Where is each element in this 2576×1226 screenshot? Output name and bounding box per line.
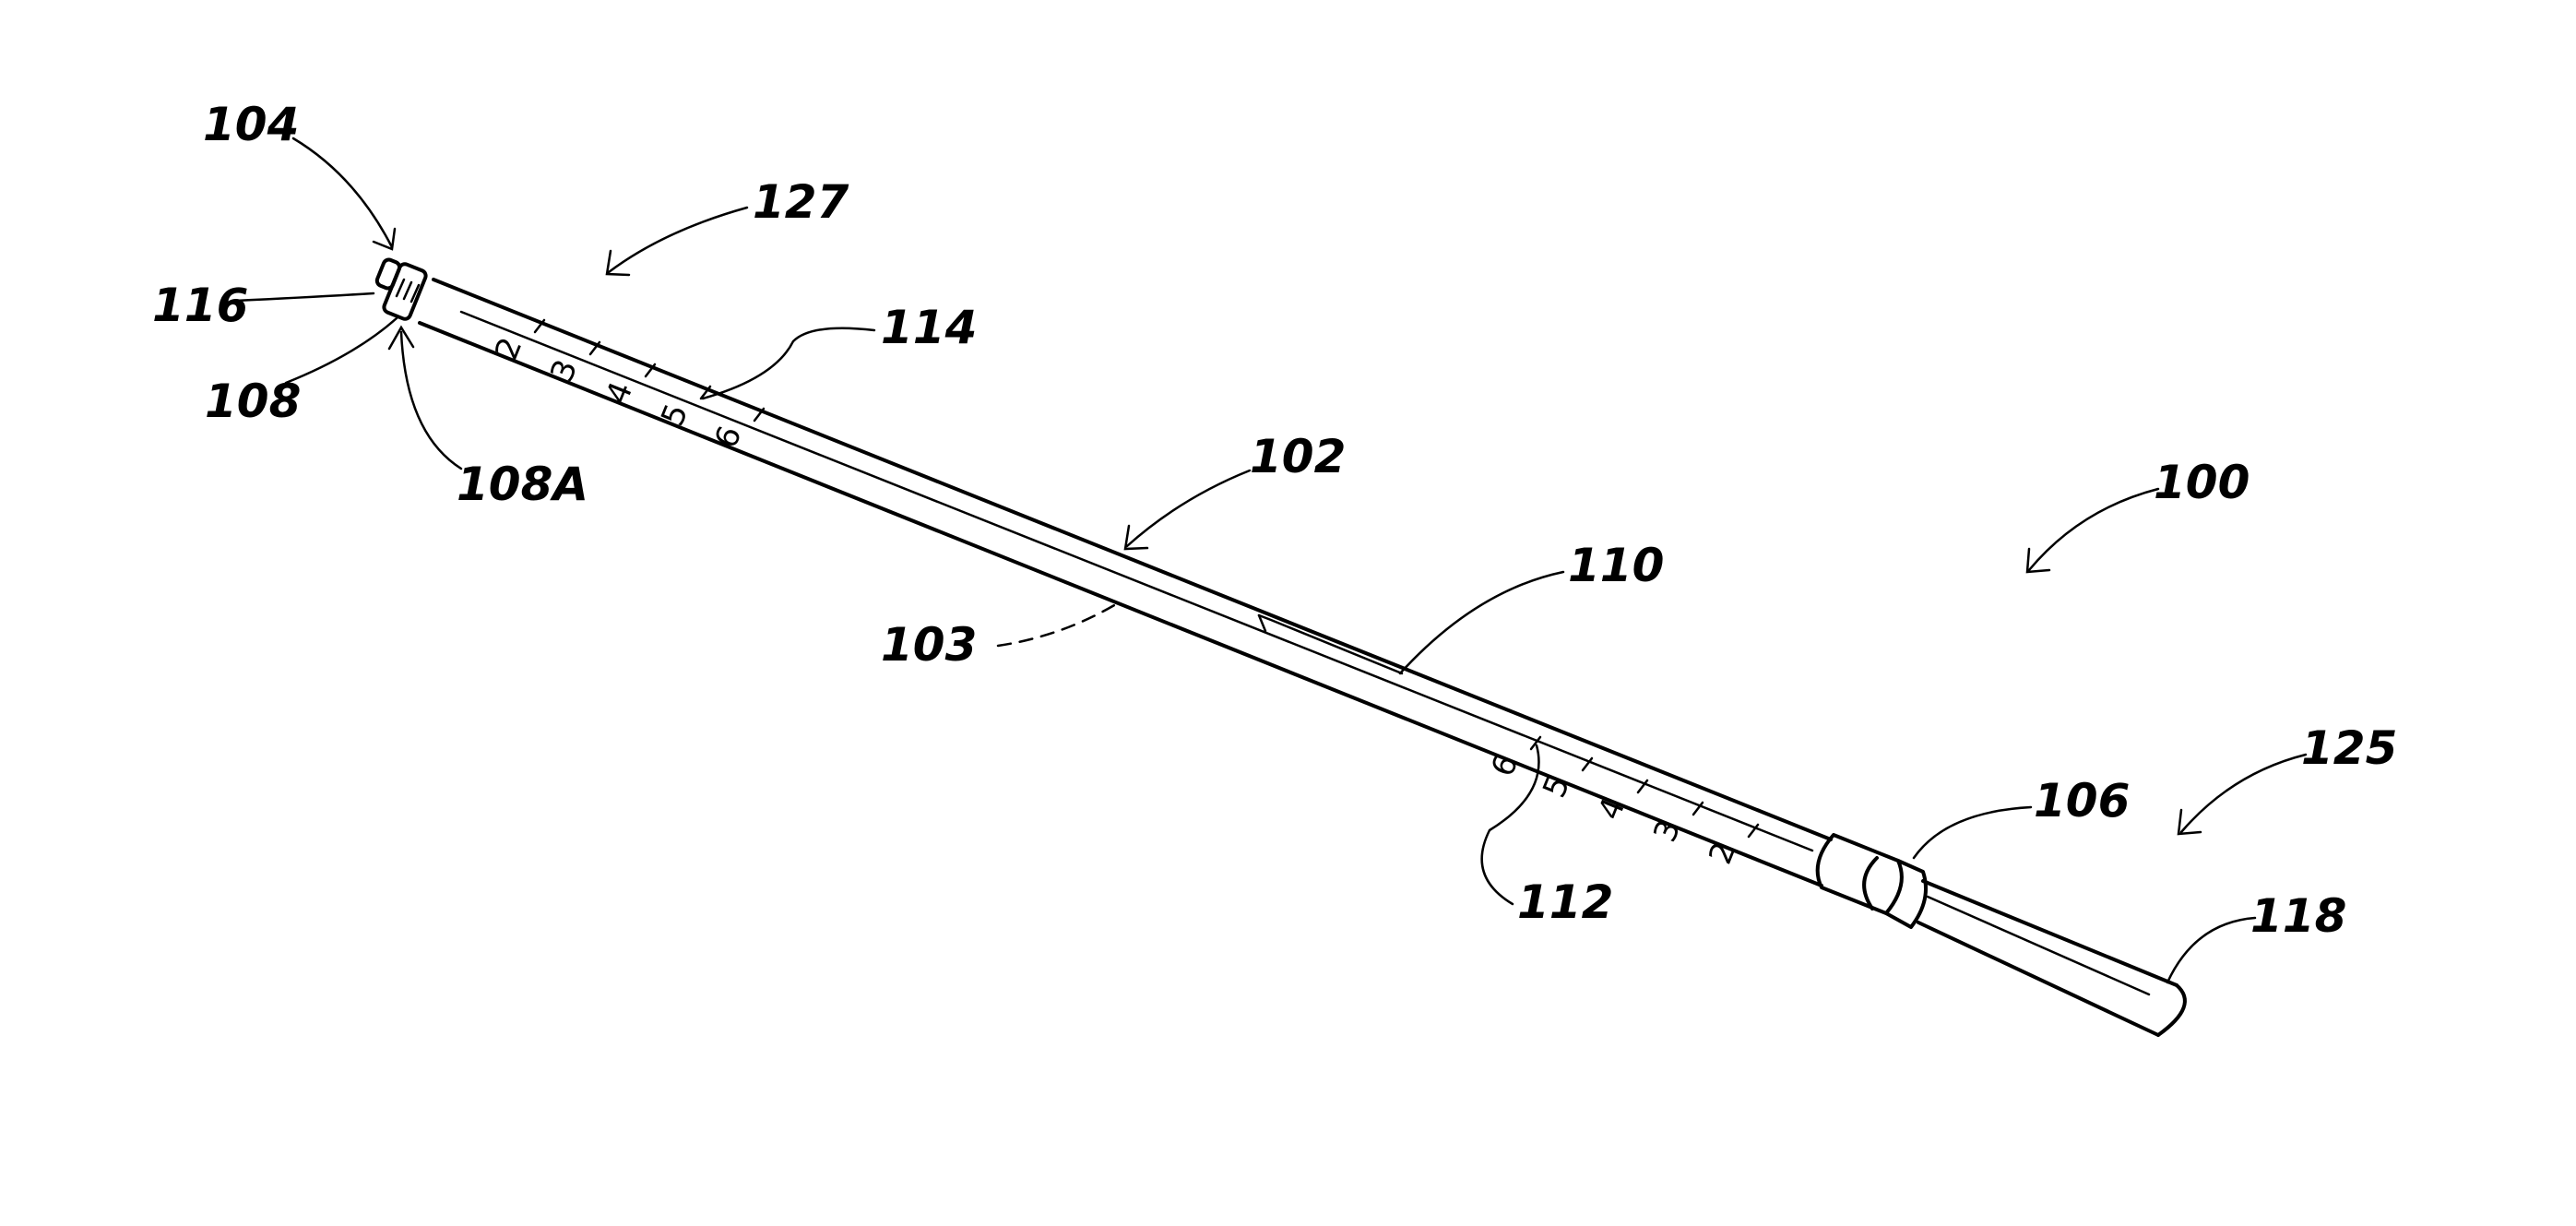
label-100: 100: [2154, 456, 2250, 509]
label-108a: 108A: [457, 458, 588, 511]
scale-mark: 5: [1536, 770, 1577, 803]
scale-mark: 4: [1591, 792, 1632, 825]
label-108: 108: [205, 375, 301, 428]
label-125: 125: [2301, 721, 2397, 775]
label-127: 127: [753, 175, 849, 229]
proximal-cap: [375, 258, 427, 321]
scale-mark: 6: [707, 421, 749, 453]
leader-lines: [235, 138, 2306, 982]
collar: [1818, 835, 1926, 927]
label-114: 114: [881, 301, 977, 354]
label-110: 110: [1568, 539, 1664, 592]
label-102: 102: [1250, 430, 1346, 483]
label-104: 104: [203, 98, 299, 151]
label-103: 103: [881, 618, 977, 672]
label-116: 116: [152, 279, 248, 332]
scale-mark: 2: [1702, 837, 1743, 869]
scale-mark: 6: [1484, 749, 1525, 781]
inner-rod: [1918, 881, 2185, 1035]
scale-mark: 3: [1646, 815, 1688, 847]
label-118: 118: [2250, 889, 2346, 943]
label-112: 112: [1517, 875, 1613, 929]
label-106: 106: [2034, 774, 2130, 827]
